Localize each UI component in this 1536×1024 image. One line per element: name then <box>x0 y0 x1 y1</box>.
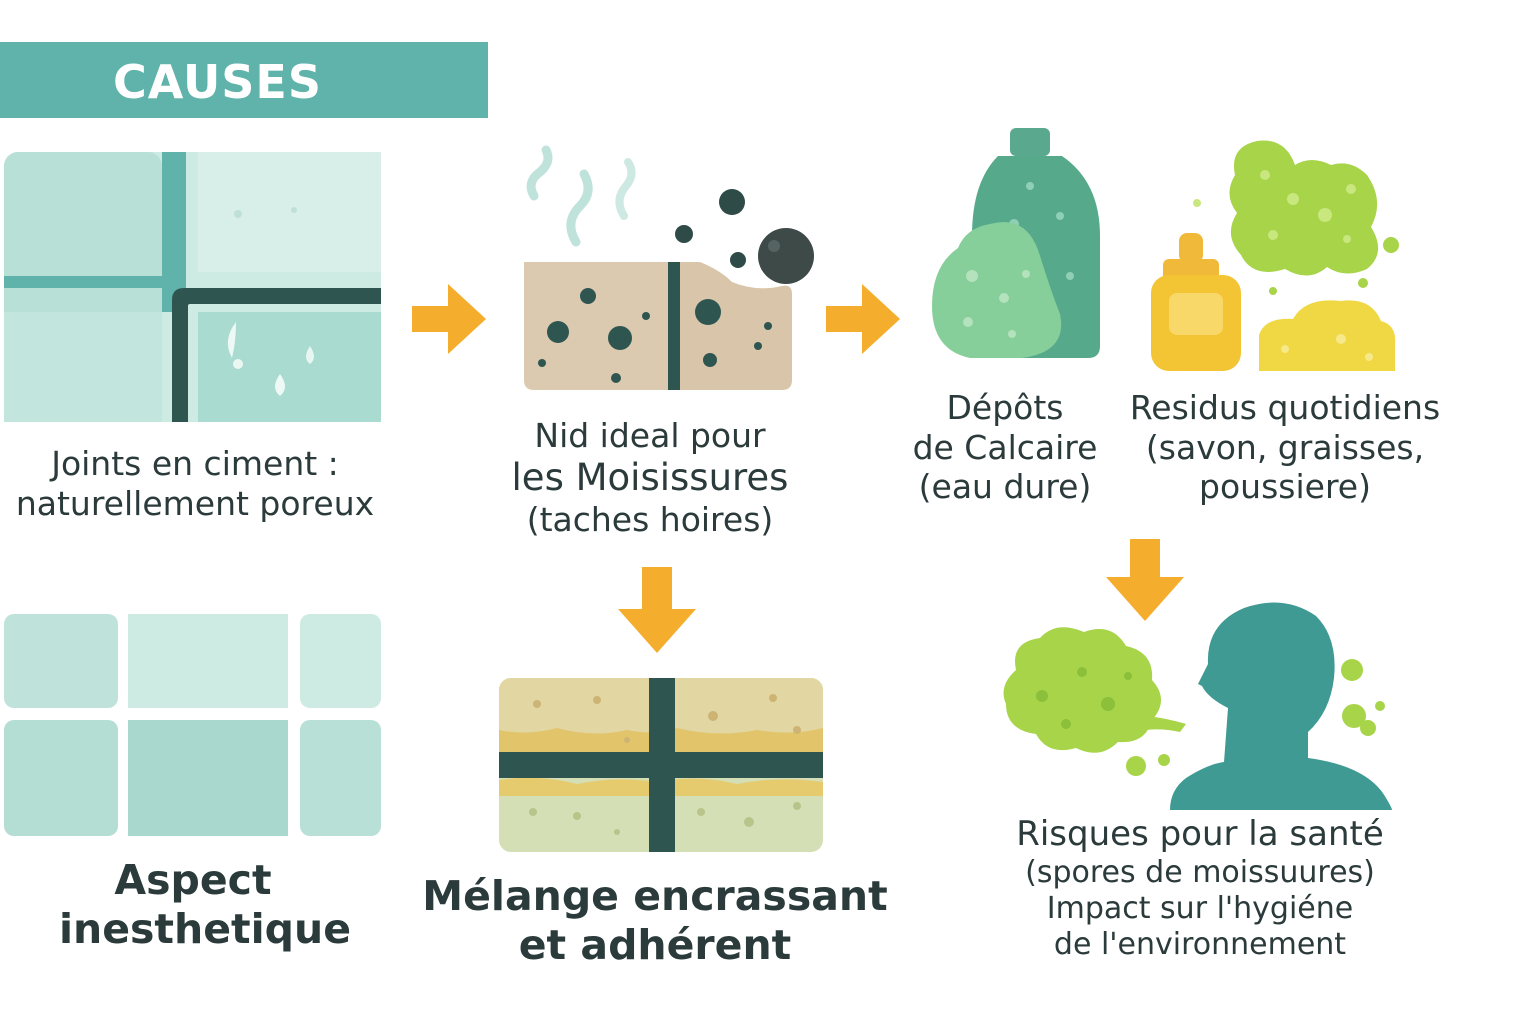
health-caption: Risques pour la santé (spores de moissuu… <box>980 814 1420 963</box>
limescale-line3: (eau dure) <box>918 467 1092 507</box>
spore-cloud-icon <box>1003 627 1186 776</box>
arrow-right-icon <box>826 284 900 354</box>
mixture-line1: Mélange encrassant <box>422 872 888 920</box>
mold-nest-line3: (taches hoires) <box>526 499 774 539</box>
unsightly-line2: inesthetique <box>58 905 352 954</box>
health-line3: Impact sur l'hygiéne <box>1046 890 1354 926</box>
tile-grid-icon <box>4 152 381 422</box>
arrow-down-icon <box>618 567 696 653</box>
limescale-line1: Dépôts <box>946 388 1064 427</box>
limescale-caption: Dépôts de Calcaire (eau dure) <box>900 388 1110 507</box>
mixture-line2: et adhérent <box>518 921 792 970</box>
porous-joints-line1: Joints en ciment : <box>51 444 339 483</box>
unsightly-line1: Aspect <box>114 856 272 904</box>
dirty-sponge-icon <box>524 145 814 390</box>
health-line1: Risques pour la santé <box>1016 814 1384 854</box>
health-line4: de l'environnement <box>1053 926 1347 962</box>
porous-joints-caption: Joints en ciment : naturellement poreux <box>0 444 390 523</box>
clean-tiles-icon <box>4 614 381 836</box>
banner-title: CAUSES <box>113 55 322 109</box>
grimy-tiles-icon <box>499 678 823 852</box>
health-line2: (spores de moissuures) <box>1025 854 1375 890</box>
bottle-icon <box>932 128 1100 358</box>
causes-banner: CAUSES <box>0 42 488 118</box>
mold-nest-line1: Nid ideal pour <box>534 416 766 455</box>
limescale-line2: de Calcaire <box>912 427 1098 467</box>
residues-caption: Residus quotidiens (savon, graisses, pou… <box>1120 388 1450 507</box>
residues-line1: Residus quotidiens <box>1129 388 1441 427</box>
mold-nest-line2: les Moisissures <box>511 455 789 499</box>
residues-line2: (savon, graisses, <box>1145 427 1425 467</box>
mold-nest-caption: Nid ideal pour les Moisissures (taches h… <box>460 416 840 540</box>
unsightly-caption: Aspect inesthetique <box>0 856 400 954</box>
arrow-down-icon <box>1106 539 1184 621</box>
person-head-icon <box>1170 602 1392 810</box>
residues-line3: poussiere) <box>1199 467 1371 507</box>
porous-joints-line2: naturellement poreux <box>15 483 375 523</box>
mixture-caption: Mélange encrassant et adhérent <box>420 872 890 970</box>
arrow-right-icon <box>412 284 486 354</box>
soap-bottle-icon <box>1151 140 1399 371</box>
